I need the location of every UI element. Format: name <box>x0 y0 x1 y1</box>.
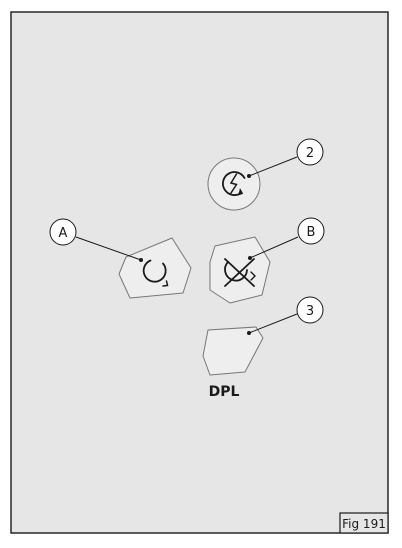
button-b[interactable] <box>209 236 271 304</box>
callout-b-text: B <box>307 225 316 240</box>
figure-label-box <box>339 512 389 534</box>
dpl-label: DPL <box>209 384 240 400</box>
callout-3-dot <box>247 331 251 335</box>
callout-2-dot <box>247 174 251 178</box>
callout-3-circle <box>296 296 324 324</box>
callout-b-leader <box>249 236 299 259</box>
callout-a-leader <box>75 236 142 261</box>
callout-b-dot <box>248 256 252 260</box>
power-start-icon <box>222 171 246 196</box>
callout-3-leader <box>248 313 298 334</box>
callout-3-text: 3 <box>306 304 314 319</box>
callout-a-dot <box>139 258 143 262</box>
refresh-cycle-icon <box>142 259 169 287</box>
figure-label: Fig 191 <box>342 517 386 531</box>
callout-a-text: A <box>59 226 68 241</box>
callout-a-circle <box>49 218 77 246</box>
callout-2-circle <box>296 138 324 166</box>
button-3[interactable] <box>202 326 264 376</box>
callout-b-circle <box>297 217 325 245</box>
button-a[interactable] <box>118 237 192 299</box>
callout-2-text: 2 <box>306 146 314 161</box>
callout-2-leader <box>248 156 298 177</box>
figure-panel <box>10 11 389 534</box>
cycle-disabled-icon <box>224 258 256 287</box>
